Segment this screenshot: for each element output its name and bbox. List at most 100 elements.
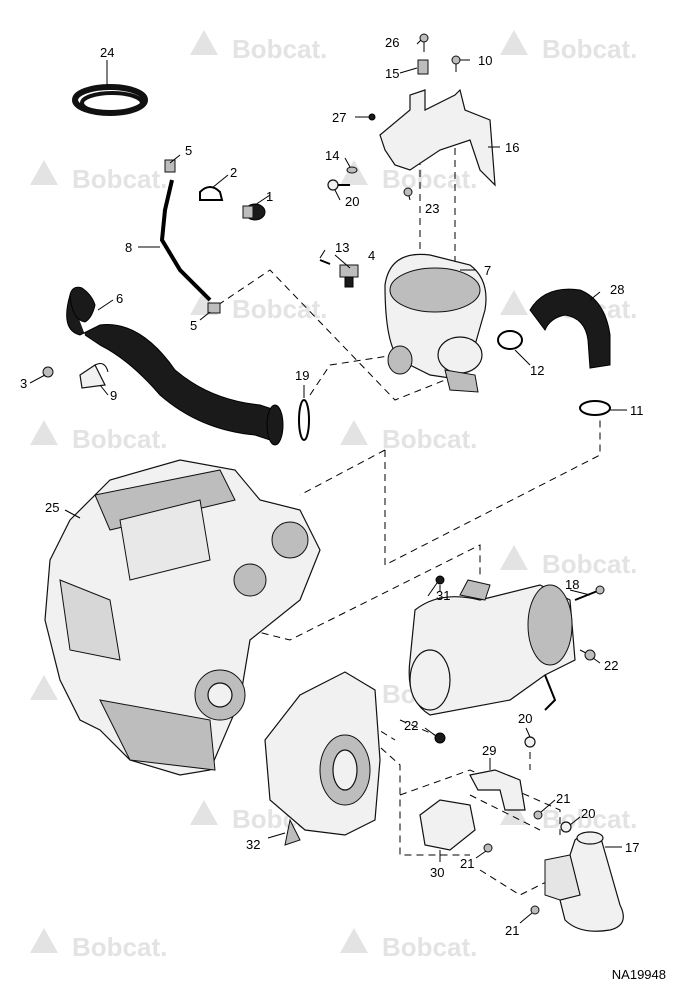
callout-20: 20 [345,194,359,209]
callout-21: 21 [460,856,474,871]
callout-5: 5 [190,318,197,333]
part-21-bolt [483,843,493,853]
part-30-bracket [419,799,476,851]
callout-12: 12 [530,363,544,378]
part-24-hose-coil [72,84,148,116]
bobcat-logo-icon [30,675,58,700]
callout-8: 8 [125,240,132,255]
callout-20: 20 [581,806,595,821]
part-26-screw [419,33,429,52]
bobcat-logo-icon [340,928,368,953]
callout-16: 16 [505,140,519,155]
part-9-bracket [79,363,109,389]
callout-28: 28 [610,282,624,297]
part-12-clamp [497,330,523,350]
part-31-nut [435,575,445,585]
watermark: Bobcat. [382,424,477,454]
part-21-bolt [533,810,543,820]
part-2-clamp [199,186,224,201]
part-22-nut [584,649,596,661]
part-17-tail-pipe [544,831,624,932]
callout-30: 30 [430,865,444,880]
part-3-bolt [42,366,54,378]
callout-1: 1 [266,189,273,204]
bobcat-logo-icon [500,290,528,315]
watermark: Bobcat. [72,424,167,454]
part-32-bell-housing [264,671,381,846]
callout-22: 22 [604,658,618,673]
callout-23: 23 [425,201,439,216]
callout-22: 22 [404,718,418,733]
callout-20: 20 [518,711,532,726]
part-1-sensor [242,203,266,221]
bobcat-logo-icon [340,420,368,445]
part-22-nut [434,732,446,744]
part-28-elbow-hose [529,288,611,369]
part-19-clamp-ring [298,399,310,441]
leader-lines [29,39,627,924]
callout-7: 7 [484,263,491,278]
callout-15: 15 [385,66,399,81]
part-8-small-hose [159,159,221,314]
callout-9: 9 [110,388,117,403]
callout-21: 21 [505,923,519,938]
callout-29: 29 [482,743,496,758]
part-16-mount-bracket [379,88,496,187]
part-11-clamp [579,400,611,416]
watermark: Bobcat. [72,932,167,962]
bobcat-logo-icon [30,160,58,185]
callout-24: 24 [100,45,114,60]
part-14-washer [346,166,358,174]
part-23-nut [403,187,413,197]
part-7-air-filter [384,253,487,393]
watermark: Bobcat. [382,932,477,962]
callout-5: 5 [185,143,192,158]
drawing-number: NA19948 [611,967,666,982]
bobcat-logo-icon [30,420,58,445]
callout-13: 13 [335,240,349,255]
callout-21: 21 [556,791,570,806]
bobcat-logo-icon [500,545,528,570]
part-20-bolt [327,179,350,191]
callout-25: 25 [45,500,59,515]
part-25-engine [44,459,321,776]
watermark: Bobcat. [542,34,637,64]
callout-27: 27 [332,110,346,125]
watermark: Bobcat. [232,34,327,64]
watermark: Bobcat. [382,164,477,194]
bobcat-logo-icon [500,800,528,825]
part-29-bracket [469,769,526,811]
callout-17: 17 [625,840,639,855]
watermark: Bobcat. [232,294,327,324]
callout-2: 2 [230,165,237,180]
part-20-pin [560,821,572,833]
part-6-intake-hose [66,286,284,446]
part-18-exhaust-muffler [408,579,605,716]
callout-14: 14 [325,148,339,163]
bobcat-logo-icon [190,800,218,825]
part-15-clip [417,59,429,75]
callouts: 24 1 2 3 4 5 5 6 7 8 9 10 11 12 13 14 15… [20,35,644,938]
bobcat-logo-icon [30,928,58,953]
callout-4: 4 [368,248,375,263]
part-10-bolt [451,55,461,72]
part-21-bolt [530,905,540,915]
callout-19: 19 [295,368,309,383]
watermark: Bobcat. [542,549,637,579]
callout-26: 26 [385,35,399,50]
watermark: Bobcat. [72,164,167,194]
bobcat-logo-icon [190,30,218,55]
callout-31: 31 [436,588,450,603]
callout-18: 18 [565,577,579,592]
part-20-pin [524,736,536,748]
callout-11: 11 [630,403,644,418]
callout-3: 3 [20,376,27,391]
part-4-restriction-indicator [339,264,359,288]
bobcat-logo-icon [500,30,528,55]
part-27-nut [368,113,376,121]
callout-10: 10 [478,53,492,68]
callout-32: 32 [246,837,260,852]
callout-6: 6 [116,291,123,306]
part-13-screw [319,259,331,265]
